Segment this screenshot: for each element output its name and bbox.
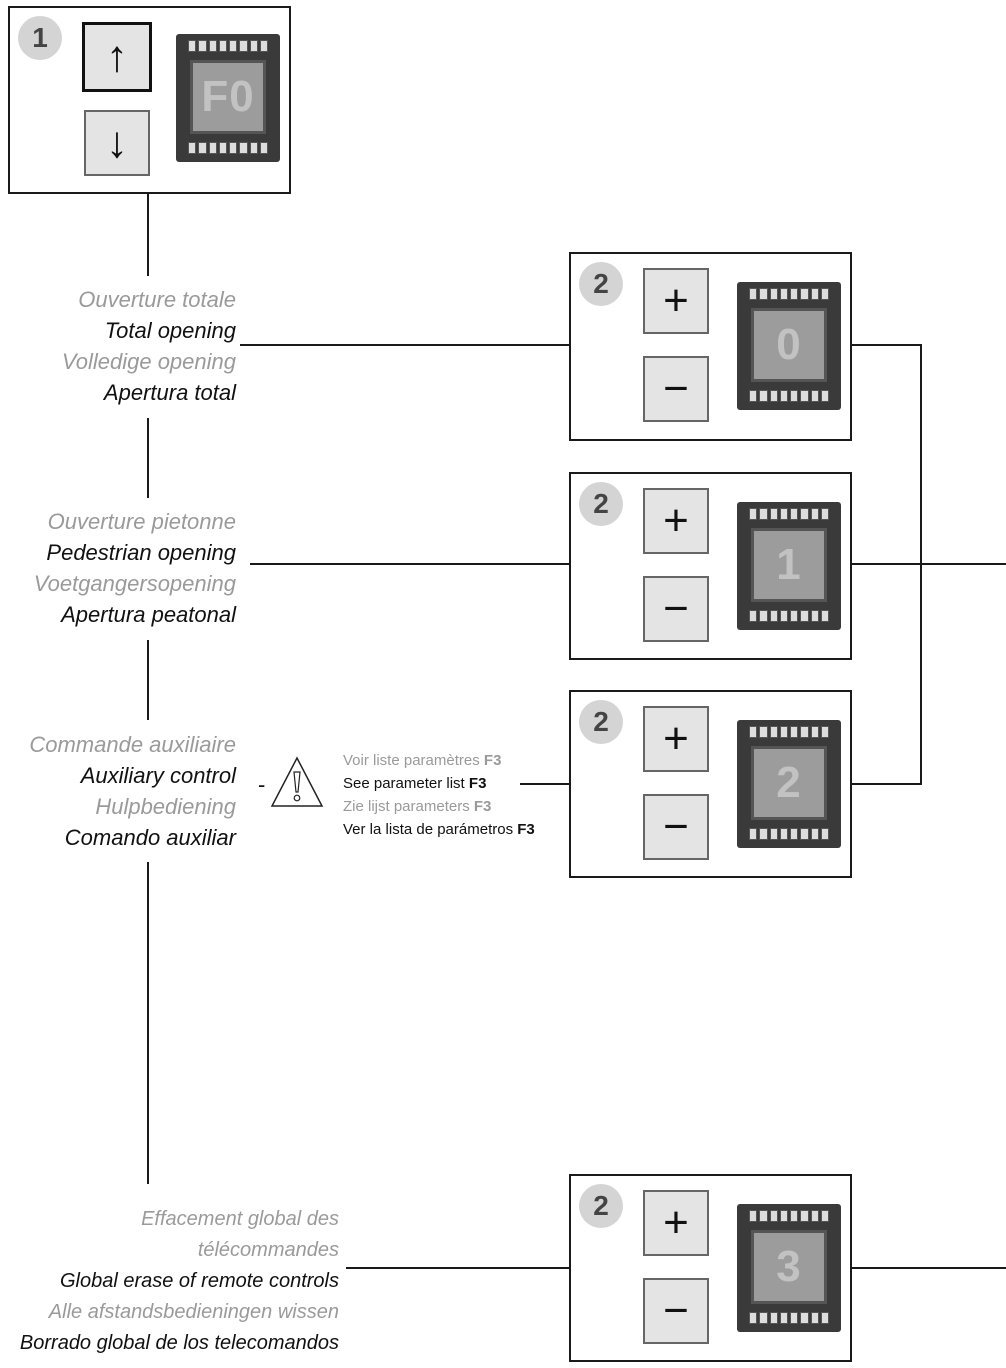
branch-line-2 [520, 783, 570, 785]
plus-icon: + [663, 276, 689, 325]
display-value: 1 [751, 528, 827, 602]
out-line-2 [850, 783, 921, 785]
option-label-3: Effacement global des télécommandes Glob… [19, 1208, 339, 1354]
plus-button[interactable]: + [643, 268, 709, 334]
lcd-display: 2 [737, 720, 841, 848]
display-value: 2 [751, 746, 827, 820]
option-box-2: 2 + − 2 [569, 690, 852, 878]
plus-icon: + [663, 496, 689, 545]
arrow-up-button[interactable]: ↑ [82, 22, 152, 92]
step-badge: 2 [579, 700, 623, 744]
lcd-display: 3 [737, 1204, 841, 1332]
out-line-0 [850, 344, 921, 346]
out-line-3 [850, 1267, 1006, 1269]
lcd-display: F0 [176, 34, 280, 162]
parameter-note: Voir liste paramètres F3 See parameter l… [343, 752, 535, 838]
step-badge: 1 [18, 16, 62, 60]
display-value: F0 [190, 60, 266, 134]
note-dash: - [258, 772, 266, 797]
lcd-display: 1 [737, 502, 841, 630]
option-label-1: Ouverture pietonne Pedestrian opening Vo… [33, 509, 236, 627]
plus-icon: + [663, 1198, 689, 1247]
step-badge: 2 [579, 1184, 623, 1228]
spine-line-1 [147, 192, 149, 276]
plus-button[interactable]: + [643, 1190, 709, 1256]
plus-button[interactable]: + [643, 706, 709, 772]
spine-line-3 [147, 640, 149, 720]
plus-button[interactable]: + [643, 488, 709, 554]
option-box-0: 2 + − 0 [569, 252, 852, 441]
out-line-1 [850, 563, 1006, 565]
arrow-down-icon: ↓ [106, 118, 128, 167]
option-label-2: Commande auxiliaire Auxiliary control Hu… [29, 732, 236, 850]
step-badge: 2 [579, 262, 623, 306]
minus-icon: − [663, 584, 689, 633]
warning-triangle-icon [270, 756, 324, 807]
branch-line-3 [346, 1267, 570, 1269]
minus-button[interactable]: − [643, 794, 709, 860]
minus-button[interactable]: − [643, 356, 709, 422]
spine-line-4 [147, 862, 149, 1184]
minus-button[interactable]: − [643, 1278, 709, 1344]
branch-line-0 [240, 344, 570, 346]
arrow-down-button[interactable]: ↓ [84, 110, 150, 176]
minus-icon: − [663, 364, 689, 413]
step1-box: 1 ↑ ↓ F0 [8, 6, 291, 194]
minus-button[interactable]: − [643, 576, 709, 642]
plus-icon: + [663, 714, 689, 763]
option-box-3: 2 + − 3 [569, 1174, 852, 1362]
arrow-up-icon: ↑ [106, 32, 128, 81]
display-value: 0 [751, 308, 827, 382]
option-box-1: 2 + − 1 [569, 472, 852, 660]
option-label-0: Ouverture totale Total opening Volledige… [61, 287, 236, 405]
display-value: 3 [751, 1230, 827, 1304]
step-badge: 2 [579, 482, 623, 526]
branch-line-1 [250, 563, 570, 565]
minus-icon: − [663, 802, 689, 851]
spine-line-2 [147, 418, 149, 498]
lcd-display: 0 [737, 282, 841, 410]
minus-icon: − [663, 1286, 689, 1335]
